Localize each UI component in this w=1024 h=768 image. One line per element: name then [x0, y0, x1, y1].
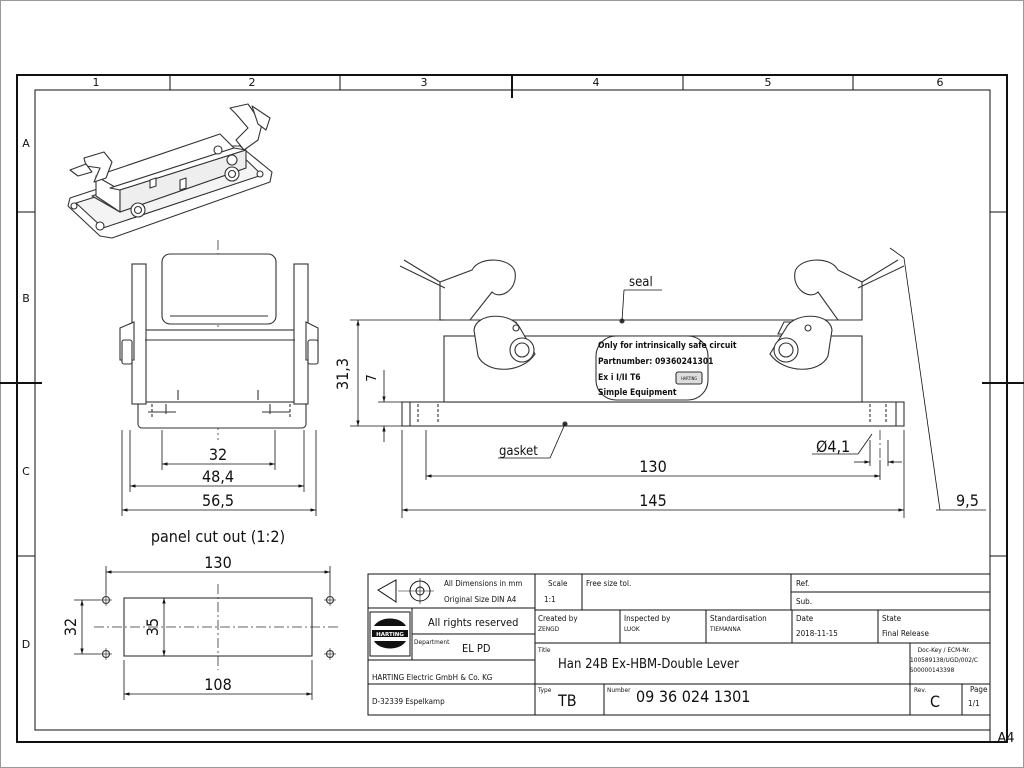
type-label: Type [537, 686, 552, 694]
doc-key-2: S00000143398 [910, 666, 955, 674]
free-size-tol: Free size tol. [586, 579, 631, 588]
row-label-b: B [22, 292, 30, 305]
dim-side-hole: Ø4,1 [816, 437, 850, 456]
label-line-3: Ex i I/II T6 [598, 373, 641, 383]
svg-text:HARTING: HARTING [376, 632, 404, 638]
col-label-2: 2 [249, 76, 256, 89]
type-value: TB [557, 691, 577, 710]
front-view-dims [121, 430, 317, 516]
orig-size-text: Original Size DIN A4 [444, 595, 517, 604]
title-block-text: All Dimensions in mm Original Size DIN A… [372, 579, 988, 711]
dim-cut-130: 130 [204, 553, 231, 572]
seal-label: seal [629, 275, 653, 290]
dim-side-31-3: 31,3 [333, 358, 352, 390]
title-value: Han 24B Ex-HBM-Double Lever [558, 657, 739, 672]
scale-label: Scale [548, 579, 568, 588]
inspected-by-label: Inspected by [624, 614, 671, 623]
scale-value: 1:1 [544, 595, 556, 604]
row-label-c: C [22, 465, 30, 478]
grid-labels: 1 2 3 4 5 6 A B C D A4 [22, 76, 1015, 746]
side-view-dims [350, 247, 986, 518]
sheet-size-label: A4 [997, 731, 1014, 746]
standardisation-label: Standardisation [710, 614, 767, 623]
all-rights-text: All rights reserved [428, 616, 518, 629]
number-label: Number [607, 686, 631, 694]
title-block [367, 573, 991, 716]
front-view [119, 240, 319, 440]
panel-cutout-title: panel cut out (1:2) [151, 527, 285, 546]
side-view [399, 259, 905, 460]
label-line-4: Simple Equipment [598, 388, 677, 398]
col-label-1: 1 [93, 76, 100, 89]
dim-cut-35: 35 [143, 618, 162, 636]
col-label-3: 3 [421, 76, 428, 89]
label-logo: HARTING [681, 376, 697, 381]
number-value: 09 36 024 1301 [636, 687, 750, 706]
col-label-5: 5 [765, 76, 772, 89]
created-by-value: ZENGD [538, 625, 560, 633]
sub-label: Sub. [796, 597, 812, 606]
panel-cutout-dims [74, 566, 331, 700]
dim-front-56-5: 56,5 [202, 491, 234, 510]
dim-cut-32: 32 [61, 618, 80, 636]
all-dims-text: All Dimensions in mm [444, 579, 522, 588]
dim-front-48-4: 48,4 [202, 467, 234, 486]
doc-key-label: Doc-Key / ECM-Nr. [918, 646, 971, 654]
state-label: State [882, 614, 902, 623]
standardisation-value: TIEMANNA [709, 625, 741, 633]
rev-label: Rev. [914, 686, 926, 694]
rev-value: C [930, 692, 940, 711]
row-label-d: D [22, 638, 30, 651]
date-label: Date [796, 614, 814, 623]
created-by-label: Created by [538, 614, 578, 623]
date-value: 2018-11-15 [796, 629, 838, 638]
page-label: Page [970, 685, 988, 694]
page-value: 1/1 [968, 699, 980, 708]
dim-side-145: 145 [639, 491, 666, 510]
product-label: Only for intrinsically safe circuit Part… [598, 341, 737, 398]
col-label-4: 4 [593, 76, 600, 89]
title-label: Title [537, 646, 551, 654]
col-label-6: 6 [937, 76, 944, 89]
label-line-1: Only for intrinsically safe circuit [598, 341, 737, 351]
state-value: Final Release [882, 629, 929, 638]
label-line-2: Partnumber: 09360241301 [598, 357, 714, 367]
row-label-a: A [22, 137, 30, 150]
dim-side-9-5: 9,5 [956, 491, 979, 510]
panel-cutout-view [94, 584, 340, 670]
inspected-by-value: LUOK [624, 625, 640, 633]
dim-side-130: 130 [639, 457, 666, 476]
ref-label: Ref. [796, 579, 809, 588]
harting-logo: HARTING [369, 611, 411, 657]
isometric-view [67, 103, 273, 239]
dim-front-32: 32 [209, 445, 227, 464]
dim-side-7: 7 [365, 374, 380, 381]
company-name: HARTING Electric GmbH & Co. KG [372, 673, 492, 682]
department-label: Department [414, 638, 450, 646]
department-value: EL PD [462, 642, 491, 655]
doc-key-1: 100589138/UGD/002/C [910, 656, 978, 664]
dim-cut-108: 108 [204, 675, 231, 694]
company-address: D-32339 Espelkamp [372, 697, 445, 706]
gasket-label: gasket [499, 444, 538, 459]
